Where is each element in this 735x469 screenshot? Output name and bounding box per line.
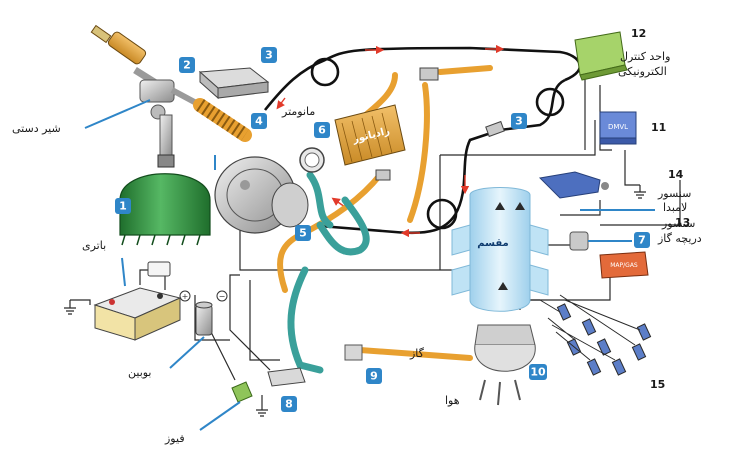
dmvl-unit: DMVL — [599, 111, 637, 145]
intake-manifold — [451, 187, 549, 312]
ignition-coil — [195, 301, 213, 336]
label-ecu-line2: الکترونیکی — [618, 65, 667, 78]
badge-3b-number: 3 — [515, 115, 523, 128]
callout-badge-9: 9 — [366, 368, 382, 384]
number-15: 15 — [650, 378, 665, 391]
callout-lines — [84, 99, 655, 431]
battery-terminal-symbols: + − — [179, 290, 228, 302]
battery — [93, 287, 182, 341]
teal-hoses — [287, 171, 370, 374]
svg-text:+: + — [182, 292, 189, 301]
callout-badge-3: 3 — [261, 47, 277, 63]
radiator — [334, 104, 406, 166]
filter-box — [198, 67, 270, 100]
injectors — [539, 294, 652, 376]
callout-badge-3b: 3 — [511, 113, 527, 129]
dmvl-label: DMVL — [608, 123, 628, 131]
fuse — [231, 381, 253, 403]
number-14: 14 — [668, 168, 684, 181]
badge-4-number: 4 — [255, 115, 263, 128]
throttle-sensor — [569, 231, 589, 251]
callout-badge-7: 7 — [634, 232, 650, 248]
callout-badge-2: 2 — [179, 57, 195, 73]
label-fuse: فیوز — [164, 432, 185, 445]
badge-5-number: 5 — [299, 227, 307, 240]
label-battery: باتری — [82, 239, 106, 252]
lambda-sensor — [538, 171, 609, 199]
svg-text:−: − — [219, 292, 226, 301]
callout-badge-5: 5 — [295, 225, 311, 241]
label-manifold: مقسم — [477, 238, 508, 249]
callout-badge-8: 8 — [281, 396, 297, 412]
badge-3-number: 3 — [265, 49, 273, 62]
gas-mixer — [344, 344, 363, 361]
map-sensor: MAP/GAS — [599, 251, 649, 279]
vaporizer — [214, 156, 309, 234]
t-connector — [375, 67, 505, 181]
map-label: MAP/GAS — [610, 262, 638, 269]
manometer — [299, 147, 325, 173]
relay — [147, 261, 171, 277]
label-manometer: مانومتر — [281, 105, 315, 118]
badge-7-number: 7 — [638, 234, 646, 247]
label-air: هوا — [445, 394, 460, 407]
number-13: 13 — [675, 216, 690, 229]
hand-valve — [139, 79, 202, 156]
ecu-unit — [574, 31, 628, 81]
spring-hose — [193, 98, 252, 142]
label-lambda-line2: لامبدا — [663, 201, 687, 214]
label-throttle-line2: دریچه گاز — [657, 232, 702, 245]
label-gas: گاز — [409, 347, 425, 360]
label-lambda-line1: سنسور — [657, 187, 691, 200]
callout-badge-4: 4 — [251, 113, 267, 129]
label-ecu-line1: واحد کنترل — [620, 50, 670, 63]
lpg-tank — [119, 154, 211, 246]
badge-10-number: 10 — [530, 366, 546, 379]
callout-badge-10: 10 — [529, 364, 547, 380]
badge-1-number: 1 — [119, 200, 127, 213]
number-11: 11 — [651, 121, 666, 134]
badge-2-number: 2 — [183, 59, 191, 72]
control-switch — [267, 367, 306, 387]
number-12: 12 — [631, 27, 646, 40]
label-coil: بوبین — [128, 366, 152, 379]
callout-badge-1: 1 — [115, 198, 131, 214]
throttle-body — [474, 324, 536, 406]
badge-6-number: 6 — [318, 124, 326, 137]
badge-9-number: 9 — [370, 370, 378, 383]
label-throttle-line1: سنسور — [661, 217, 695, 230]
ground-symbol — [64, 185, 646, 417]
callout-badge-6: 6 — [314, 122, 330, 138]
badge-8-number: 8 — [285, 398, 293, 411]
label-hand-valve: شیر دستی — [12, 122, 61, 135]
